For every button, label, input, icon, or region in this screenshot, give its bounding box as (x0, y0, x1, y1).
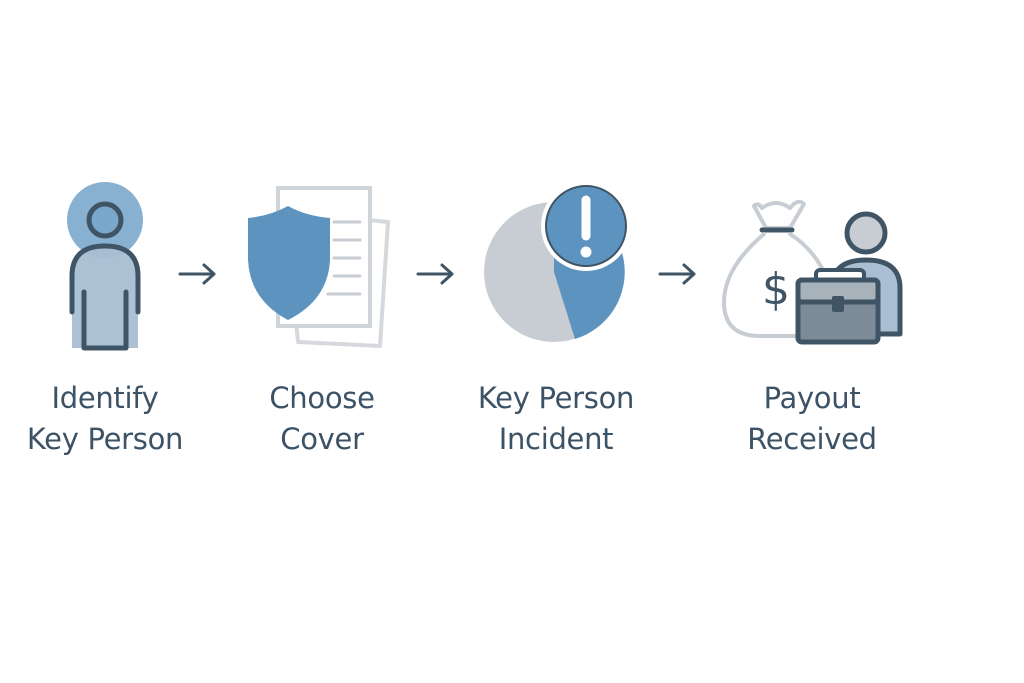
money-bag-briefcase-icon: $ (721, 199, 903, 345)
label-line: Key Person (477, 381, 635, 415)
step-label: Payout Received (692, 378, 932, 460)
step-label: Choose Cover (202, 378, 442, 460)
step-label: Identify Key Person (0, 378, 225, 460)
label-line: Payout (763, 381, 861, 415)
label-line: Cover (280, 422, 364, 456)
arrow-right-icon (416, 263, 454, 285)
label-line: Incident (498, 422, 614, 456)
label-line: Received (747, 422, 877, 456)
person-icon (67, 182, 143, 351)
label-line: Identify (51, 381, 159, 415)
label-line: Choose (269, 381, 375, 415)
pie-alert-icon (484, 181, 631, 342)
label-line: Key Person (26, 422, 184, 456)
step-label: Key Person Incident (436, 378, 676, 460)
arrow-right-icon (658, 263, 696, 285)
svg-text:$: $ (762, 264, 790, 315)
arrow-right-icon (178, 263, 216, 285)
shield-document-icon (248, 186, 390, 348)
